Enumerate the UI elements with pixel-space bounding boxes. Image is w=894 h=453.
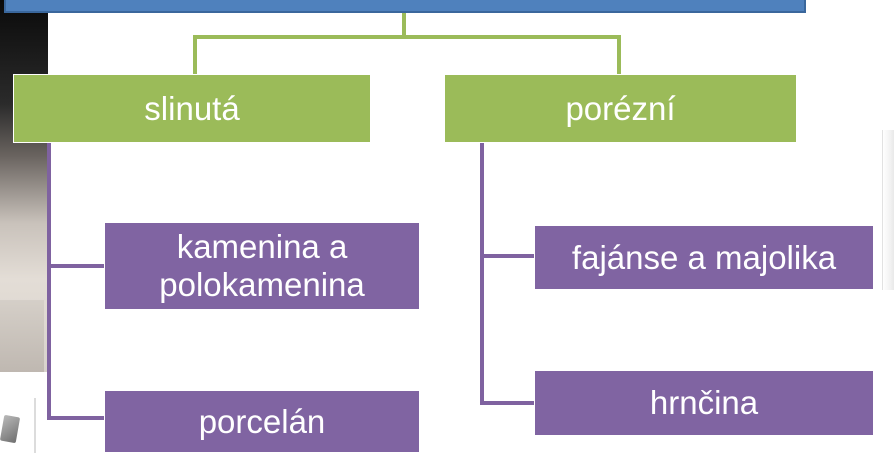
connector-slinuta-vertical xyxy=(47,143,51,420)
leaf-node-kamenina: kamenina a polokamenina xyxy=(104,222,420,310)
leaf-label-fajanse: fajánse a majolika xyxy=(571,238,837,276)
background-edge xyxy=(882,130,894,290)
branch-label-porezni: porézní xyxy=(565,89,676,127)
connector-to-porcelan xyxy=(47,416,104,420)
background-photo-lower xyxy=(0,300,44,372)
connector-to-slinuta xyxy=(193,35,197,76)
connector-to-hrncina xyxy=(480,401,534,405)
root-connector-bar xyxy=(193,35,621,39)
divider-line xyxy=(34,398,36,453)
branch-node-porezni: porézní xyxy=(444,74,797,143)
connector-to-porezni xyxy=(617,35,621,76)
leaf-node-hrncina: hrnčina xyxy=(534,370,874,436)
leaf-node-porcelan: porcelán xyxy=(104,390,420,453)
branch-node-slinuta: slinutá xyxy=(13,74,371,143)
branch-label-slinuta: slinutá xyxy=(144,89,240,127)
connector-to-fajanse xyxy=(480,254,534,258)
leaf-label-porcelan: porcelán xyxy=(198,402,326,440)
leaf-node-fajanse: fajánse a majolika xyxy=(534,225,874,290)
leaf-label-kamenina: kamenina a polokamenina xyxy=(159,228,365,303)
connector-to-kamenina xyxy=(47,264,104,268)
leaf-label-hrncina: hrnčina xyxy=(649,384,759,422)
connector-porezni-vertical xyxy=(480,143,484,405)
root-connector-stem xyxy=(402,13,406,37)
root-node xyxy=(4,0,806,13)
